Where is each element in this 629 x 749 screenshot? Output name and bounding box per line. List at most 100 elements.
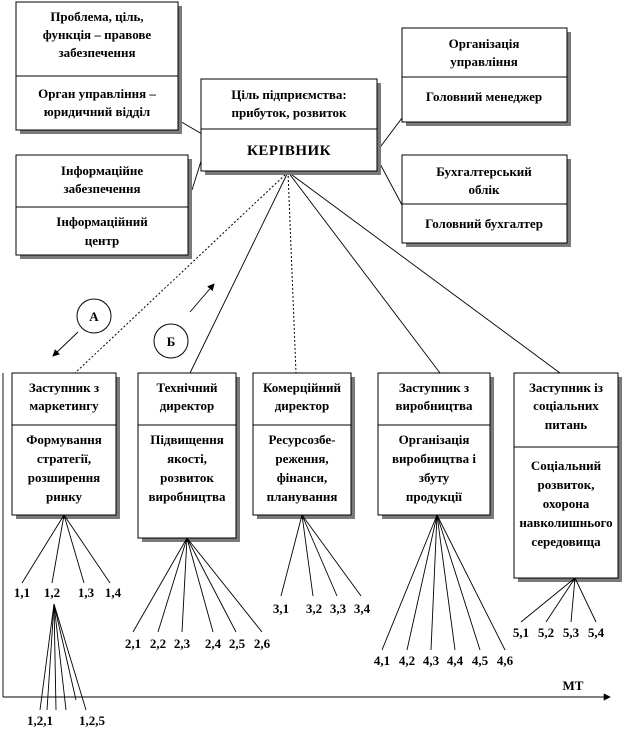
dept4-b2: виробництва і bbox=[392, 451, 476, 466]
leaf-label: 4,1 bbox=[374, 653, 390, 668]
dept1-b2: стратегії, bbox=[37, 451, 91, 466]
marker-b: Б bbox=[167, 334, 176, 349]
dept5-b1: Соціальний bbox=[531, 458, 602, 473]
link-midleft-center bbox=[191, 157, 203, 191]
leaf-label: 4,4 bbox=[447, 653, 464, 668]
leaf-label: 5,4 bbox=[588, 625, 605, 640]
dash-to-dept3 bbox=[287, 171, 297, 374]
leaf-label: 3,4 bbox=[354, 601, 371, 616]
acct-l2: облік bbox=[468, 182, 500, 197]
dept5-b3: охорона bbox=[543, 496, 590, 511]
dept3-b1: Ресурсозбе- bbox=[269, 432, 336, 447]
center-goal-line2: прибуток, розвиток bbox=[231, 105, 347, 120]
dept3-h1: Комерційний bbox=[263, 380, 341, 395]
dept1-h2: маркетингу bbox=[29, 398, 99, 413]
legal-b2: юридичний відділ bbox=[44, 104, 150, 119]
leaf-label: 3,2 bbox=[306, 601, 322, 616]
leaf-label: 1,2,1 bbox=[27, 713, 53, 728]
dept3-b4: планування bbox=[267, 489, 338, 504]
leaf-label: 4,5 bbox=[472, 653, 489, 668]
dept4-h2: виробництва bbox=[395, 398, 473, 413]
dept2-b2: якості, bbox=[167, 451, 207, 466]
dept1-b1: Формування bbox=[26, 432, 102, 447]
leaf-label: 5,3 bbox=[563, 625, 580, 640]
dept5-b5: середовища bbox=[531, 534, 601, 549]
mgmt-l1: Організація bbox=[449, 36, 520, 51]
fan-group-2 bbox=[132, 537, 263, 633]
link-to-dept2 bbox=[189, 171, 289, 374]
leaf-label: 1,4 bbox=[105, 585, 122, 600]
leaf-label: 2,5 bbox=[229, 636, 246, 651]
leaf-label: 2,4 bbox=[205, 636, 222, 651]
box-accounting: Бухгалтерський облік Головний бухгалтер bbox=[401, 154, 571, 247]
marker-a-circle bbox=[76, 298, 112, 334]
fan-group-5 bbox=[520, 577, 597, 623]
link-to-dept5 bbox=[287, 171, 561, 374]
leaf-label: 5,1 bbox=[513, 625, 529, 640]
acct-b1: Головний бухгалтер bbox=[425, 216, 543, 231]
dept2-h2: директор bbox=[160, 398, 215, 413]
legal-l3: забезпечення bbox=[58, 45, 135, 60]
leaf-label: 2,2 bbox=[150, 636, 166, 651]
fan-group-3 bbox=[280, 514, 362, 597]
arrow-a bbox=[52, 331, 79, 357]
dept2-b3: розвиток bbox=[160, 470, 214, 485]
leaf-label: 1,1 bbox=[14, 585, 30, 600]
link-to-dept4 bbox=[287, 171, 441, 374]
leaves-4: 4,1 4,2 4,3 4,4 4,5 4,6 bbox=[374, 653, 514, 668]
leaves-3: 3,1 3,2 3,3 3,4 bbox=[273, 601, 371, 616]
dept1-b4: ринку bbox=[46, 489, 83, 504]
box-management: Організація управління Головний менеджер bbox=[401, 27, 571, 126]
info-b2: центр bbox=[85, 233, 120, 248]
legal-l1: Проблема, ціль, bbox=[50, 9, 143, 24]
info-l2: забезпечення bbox=[63, 181, 140, 196]
leaf-label: 4,3 bbox=[423, 653, 440, 668]
info-l1: Інформаційне bbox=[61, 163, 143, 178]
dept2-b4: виробництва bbox=[148, 489, 226, 504]
fan-group-1 bbox=[21, 514, 111, 584]
dash-to-dept1 bbox=[74, 171, 289, 374]
marker-b-circle bbox=[153, 323, 189, 359]
box-info: Інформаційне забезпечення Інформаційний … bbox=[15, 154, 192, 259]
leaves-1-2: 1,2,1 1,2,5 bbox=[27, 713, 106, 728]
dept-production: Заступник з виробництва Організація виро… bbox=[377, 372, 494, 519]
dept-technical: Технічний директор Підвищення якості, ро… bbox=[137, 372, 240, 542]
info-b1: Інформаційний bbox=[56, 214, 148, 229]
dept4-h1: Заступник з bbox=[399, 380, 469, 395]
link-topright-center bbox=[377, 117, 403, 151]
leaf-label: 1,2,5 bbox=[79, 713, 106, 728]
legal-l2: функція – правове bbox=[43, 27, 152, 42]
arrow-b bbox=[189, 283, 215, 313]
leaf-label: 3,3 bbox=[330, 601, 347, 616]
leaves-2: 2,1 2,2 2,3 2,4 2,5 2,6 bbox=[125, 636, 271, 651]
fan-group-1-2 bbox=[39, 603, 87, 711]
leaf-label: 1,3 bbox=[78, 585, 95, 600]
mgmt-l2: управління bbox=[450, 54, 518, 69]
leaf-label: 5,2 bbox=[538, 625, 554, 640]
dept2-h1: Технічний bbox=[156, 380, 218, 395]
dept-commercial: Комерційний директор Ресурсозбе- реження… bbox=[252, 372, 355, 519]
dept5-h2: соціальних bbox=[533, 398, 599, 413]
dept5-h3: питань bbox=[545, 417, 588, 432]
dept1-h1: Заступник з bbox=[29, 380, 99, 395]
leaf-label: 2,1 bbox=[125, 636, 141, 651]
dept5-b4: навколишнього bbox=[519, 515, 612, 530]
dept1-b3: розширення bbox=[28, 470, 100, 485]
link-midright-center bbox=[377, 159, 403, 206]
dept-marketing: Заступник з маркетингу Формування страте… bbox=[11, 372, 120, 519]
leaf-label: 4,2 bbox=[399, 653, 415, 668]
leaves-5: 5,1 5,2 5,3 5,4 bbox=[513, 625, 605, 640]
dept4-b1: Організація bbox=[399, 432, 470, 447]
leaf-label: 2,6 bbox=[254, 636, 271, 651]
marker-a: А bbox=[89, 309, 99, 324]
dept3-b3: фінанси, bbox=[277, 470, 328, 485]
acct-l1: Бухгалтерський bbox=[436, 164, 532, 179]
dept3-b2: реження, bbox=[275, 451, 328, 466]
dept2-b1: Підвищення bbox=[150, 432, 224, 447]
dept4-b3: збуту bbox=[419, 470, 450, 485]
fan-group-4 bbox=[381, 514, 506, 651]
axis-label-mt: МТ bbox=[563, 678, 584, 693]
dept3-h2: директор bbox=[275, 398, 330, 413]
